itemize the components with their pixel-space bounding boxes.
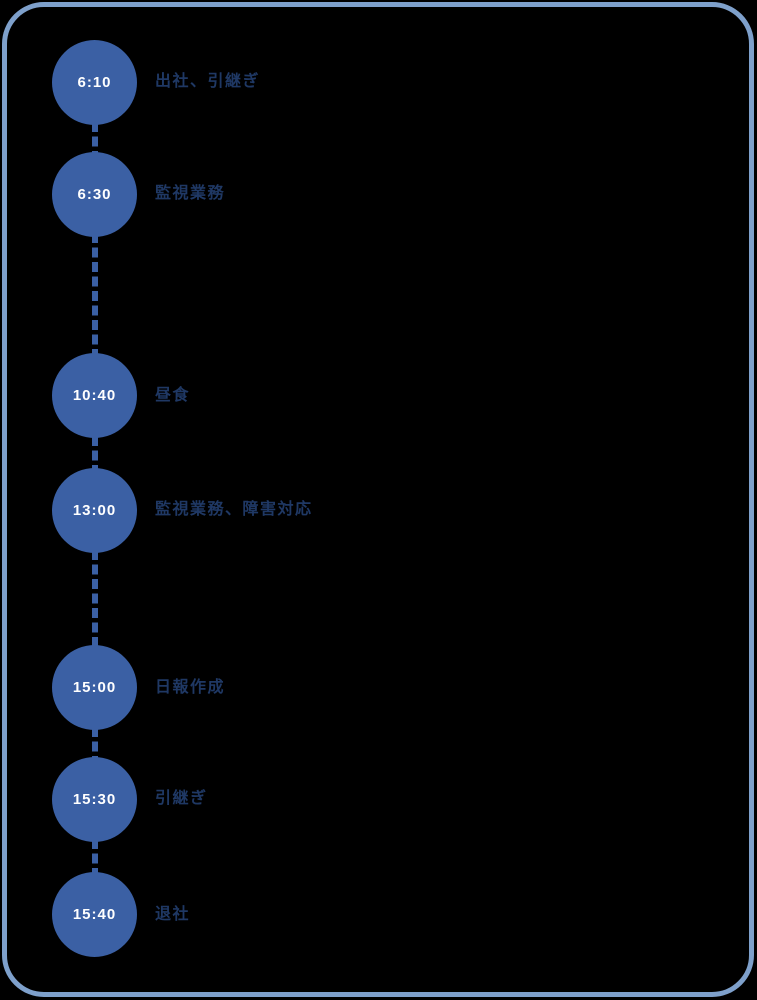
event-label: 退社 [155, 906, 191, 923]
event-label: 出社、引継ぎ [155, 73, 261, 90]
timeline-node: 15:30 [52, 757, 137, 842]
timeline-node: 15:00 [52, 645, 137, 730]
node-time: 6:10 [77, 74, 112, 91]
node-time: 15:30 [72, 791, 117, 808]
timeline-node: 10:40 [52, 353, 137, 438]
timeline-connector [92, 233, 98, 356]
node-time: 10:40 [72, 387, 117, 404]
timeline-connector [92, 550, 98, 648]
timeline-node: 13:00 [52, 468, 137, 553]
event-label: 引継ぎ [155, 790, 208, 807]
node-time: 6:30 [77, 186, 112, 203]
timeline-connector [92, 122, 98, 154]
event-label: 昼食 [155, 387, 191, 404]
timeline-node: 6:30 [52, 152, 137, 237]
event-label: 監視業務 [155, 185, 226, 202]
timeline-node: 6:10 [52, 40, 137, 125]
timeline-connector [92, 839, 98, 874]
timeline-node: 15:40 [52, 872, 137, 957]
timeline-connector [92, 727, 98, 759]
node-time: 15:40 [72, 906, 117, 923]
timeline-connector [92, 436, 98, 470]
event-label: 監視業務、障害対応 [155, 501, 313, 518]
node-time: 15:00 [72, 679, 117, 696]
node-time: 13:00 [72, 502, 117, 519]
event-label: 日報作成 [155, 679, 226, 696]
